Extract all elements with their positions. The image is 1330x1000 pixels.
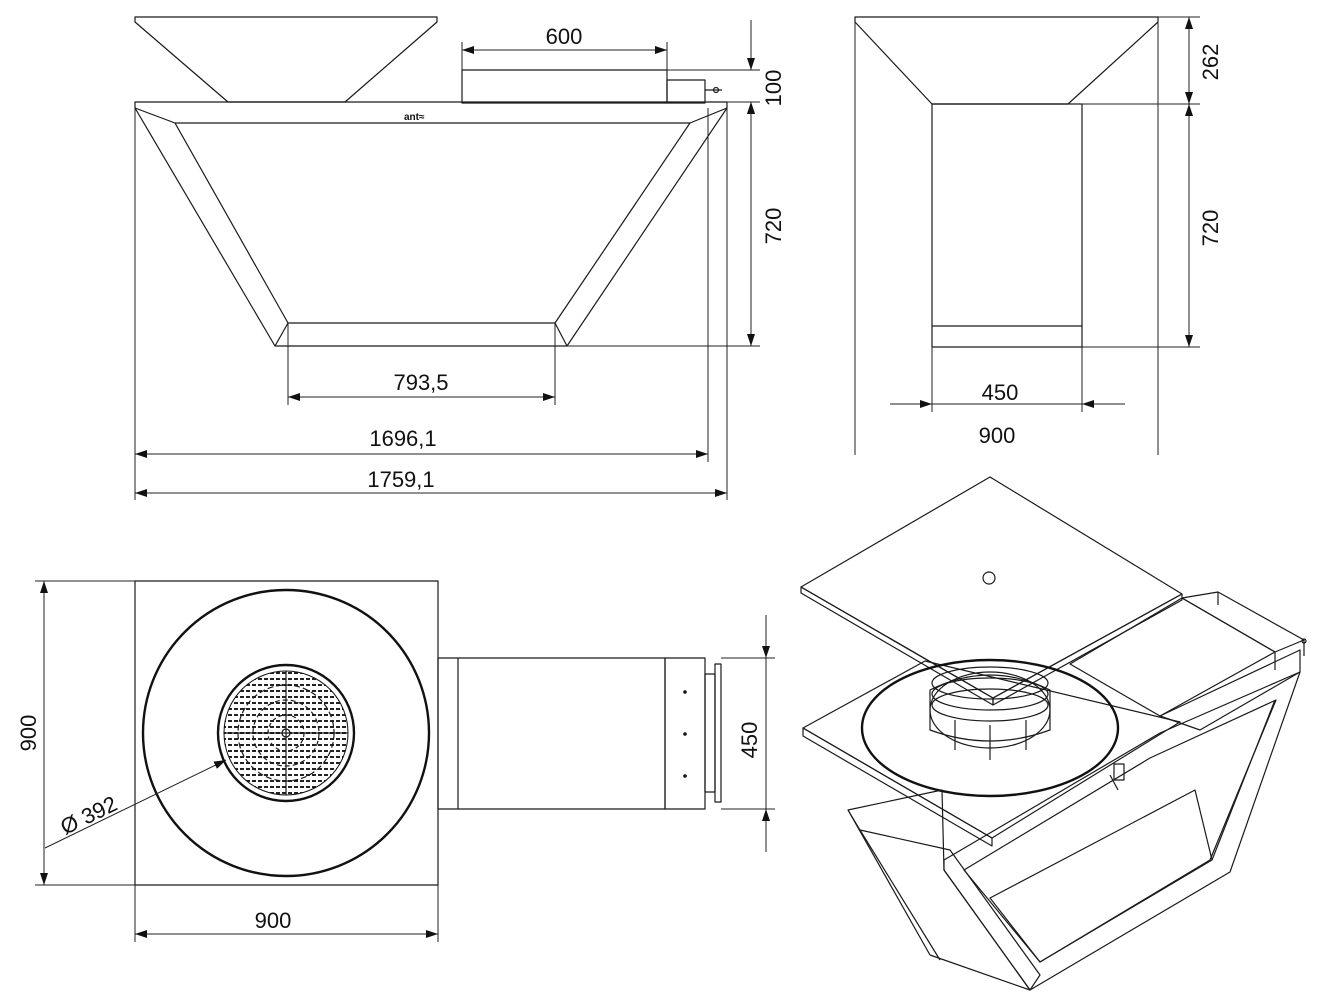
top-view: 900 900 Ø 392 450 — [16, 580, 775, 942]
dim-base-width: 793,5 — [393, 370, 448, 395]
front-view: ant≈ 600 100 720 793,5 1696,1 1759,1 — [134, 16, 786, 500]
front-bowl — [134, 16, 438, 103]
top-box-handle — [704, 673, 716, 793]
iso-body-front — [847, 789, 1041, 991]
dim-column-width: 450 — [982, 380, 1019, 405]
dim-top-height: 100 — [761, 70, 786, 107]
side-bowl — [854, 16, 1159, 105]
iso-top-plate — [802, 660, 1181, 839]
dim-inner-width: 1696,1 — [369, 426, 436, 451]
iso-lid — [800, 476, 1183, 699]
iso-body-frame — [943, 671, 1301, 991]
side-view: 262 720 450 900 — [854, 16, 1223, 455]
front-box-handle — [666, 79, 706, 104]
side-column — [931, 103, 1083, 348]
top-ring-outer — [141, 588, 431, 878]
dim-depth: 900 — [16, 715, 41, 752]
front-body-outer — [134, 101, 728, 347]
dim-bowl-height: 262 — [1198, 44, 1223, 81]
dim-overall-width: 1759,1 — [367, 467, 434, 492]
dim-grate-diameter: Ø 392 — [56, 791, 121, 840]
iso-warming-box — [1069, 597, 1276, 717]
dim-width: 900 — [255, 908, 292, 933]
diameter-leader — [44, 759, 227, 849]
top-warming-box — [437, 657, 666, 810]
iso-grate — [929, 674, 1051, 742]
dim-body-height-front: 720 — [761, 208, 786, 245]
dim-top-width: 600 — [546, 24, 583, 49]
brand-logo: ant≈ — [404, 112, 425, 123]
iso-body-back — [1159, 649, 1301, 731]
front-body-inner — [174, 122, 691, 324]
dim-body-height-side: 720 — [1198, 210, 1223, 247]
dim-side-overall-width: 900 — [979, 423, 1016, 448]
grate-rim — [216, 663, 356, 803]
iso-lid-handle-hole — [982, 571, 996, 585]
iso-ring — [860, 658, 1120, 798]
dim-box-height: 450 — [737, 722, 762, 759]
front-warming-box — [461, 69, 668, 104]
isometric-view — [800, 476, 1307, 991]
